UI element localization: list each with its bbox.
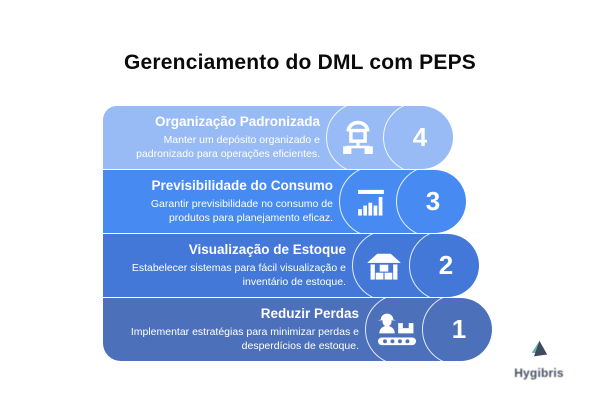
step-number: 4	[412, 122, 428, 152]
worker-conveyor-icon-wrap	[367, 298, 426, 361]
hierarchy-icon-wrap	[328, 106, 387, 169]
step-description: Garantir previsibilidade no consumo de p…	[150, 197, 333, 224]
step-description: Estabelecer sistemas para fácil visualiz…	[131, 261, 346, 288]
step-number: 2	[438, 250, 454, 280]
bar-chart-icon	[357, 189, 384, 216]
step-title: Reduzir Perdas	[260, 305, 359, 321]
step-description: Manter um depósito organizado e padroniz…	[136, 133, 320, 160]
warehouse-icon	[366, 253, 401, 280]
warehouse-icon-wrap	[354, 234, 413, 297]
step-title: Organização Padronizada	[154, 113, 320, 129]
watermark-logo-icon	[531, 340, 548, 357]
step-description: Implementar estratégias para minimizar p…	[130, 325, 359, 352]
watermark-text: Hygibris	[514, 366, 564, 380]
step-title: Visualização de Estoque	[188, 241, 346, 257]
page-title: Gerenciamento do DML com PEPS	[124, 51, 476, 74]
step-title: Previsibilidade do Consumo	[151, 177, 333, 193]
watermark: Hygibris	[494, 340, 584, 380]
step-number: 1	[451, 314, 467, 344]
bar-chart-icon-wrap	[341, 170, 400, 233]
worker-conveyor-icon	[377, 313, 416, 345]
hierarchy-icon	[342, 120, 373, 154]
step-number: 3	[425, 186, 441, 216]
